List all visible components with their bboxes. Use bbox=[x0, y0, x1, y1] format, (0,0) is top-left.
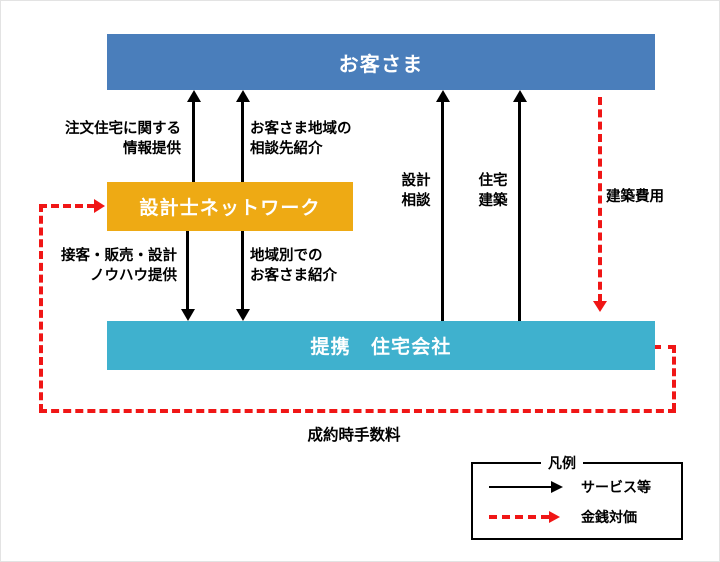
node-partner-housing-company: 提携 住宅会社 bbox=[107, 321, 655, 370]
money-flow-build-cost-head bbox=[593, 301, 607, 312]
edge-label-build-cost: 建築費用 bbox=[606, 189, 664, 205]
legend-label-service: サービス等 bbox=[581, 479, 651, 495]
arrow-knowhow-line bbox=[186, 231, 189, 309]
legend-box: サービス等 金銭対価 bbox=[471, 462, 683, 540]
edge-label-info-custom-home: 注文住宅に関する 情報提供 bbox=[65, 121, 181, 157]
arrow-design-consult-line bbox=[441, 101, 444, 321]
legend-label-money: 金銭対価 bbox=[581, 509, 637, 525]
legend-title: 凡例 bbox=[541, 453, 583, 473]
solid-arrow-icon bbox=[489, 480, 567, 494]
dashed-arrow-icon bbox=[489, 510, 567, 524]
arrow-customer-referral-head bbox=[235, 309, 250, 321]
legend-item-service: サービス等 bbox=[489, 477, 651, 497]
money-flow-build-cost-line bbox=[598, 97, 602, 302]
money-flow-fee-seg-down bbox=[672, 345, 676, 411]
arrow-knowhow-head bbox=[180, 309, 195, 321]
money-flow-fee-seg-right bbox=[653, 345, 676, 349]
edge-label-intro-local-consult: お客さま地域の 相談先紹介 bbox=[250, 121, 352, 157]
legend-item-money: 金銭対価 bbox=[489, 507, 637, 527]
money-flow-fee-seg-into-network bbox=[39, 204, 95, 208]
edge-label-contract-fee: 成約時手数料 bbox=[307, 427, 401, 444]
money-flow-fee-head bbox=[94, 199, 105, 213]
edge-label-knowhow: 接客・販売・設計 ノウハウ提供 bbox=[61, 248, 177, 284]
arrow-design-consult-head bbox=[435, 90, 450, 102]
arrow-customer-referral-line bbox=[241, 231, 244, 309]
node-architect-network: 設計士ネットワーク bbox=[107, 182, 353, 231]
edge-label-design-consult: 設計 相談 bbox=[401, 173, 431, 209]
edge-label-house-build: 住宅 建築 bbox=[478, 173, 508, 209]
edge-label-customer-referral: 地域別での お客さま紹介 bbox=[250, 248, 337, 284]
arrow-info-custom-home-head bbox=[186, 90, 201, 102]
arrow-house-build-line bbox=[518, 101, 521, 321]
node-customer: お客さま bbox=[107, 34, 655, 90]
arrow-info-custom-home-line bbox=[192, 101, 195, 182]
money-flow-fee-seg-bottom bbox=[39, 409, 676, 413]
money-flow-fee-seg-up bbox=[39, 204, 43, 412]
arrow-intro-local-consult-line bbox=[241, 101, 244, 182]
arrow-house-build-head bbox=[512, 90, 527, 102]
arrow-intro-local-consult-head bbox=[235, 90, 250, 102]
